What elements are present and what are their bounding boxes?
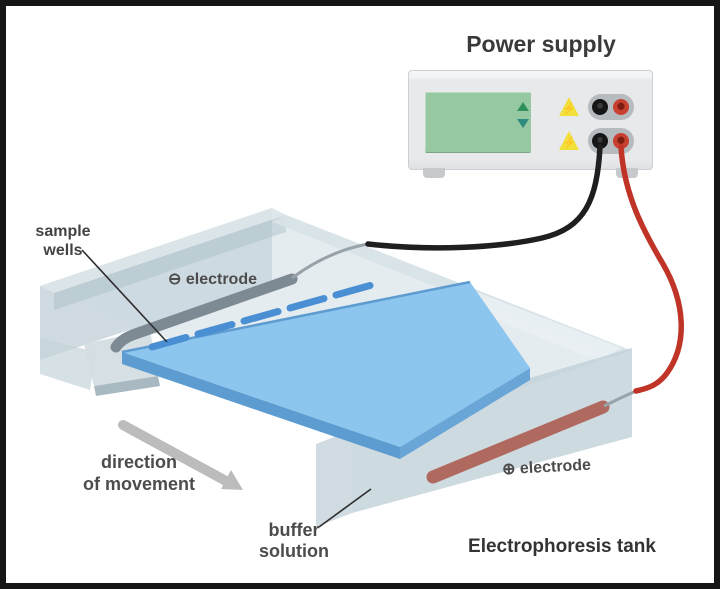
output-socket-panel-top — [588, 94, 634, 120]
black-socket-connected — [592, 133, 608, 149]
sample-well — [240, 308, 282, 325]
sample-well — [332, 282, 374, 299]
power-supply-title: Power supply — [466, 31, 616, 57]
negative-electrode-bar — [110, 273, 298, 353]
sample-wells-pointer-line — [81, 249, 168, 343]
tank-left-base — [40, 338, 96, 390]
gel-right-face — [400, 368, 530, 459]
sample-wells-label: sample wells — [24, 222, 102, 260]
red-socket-connected — [613, 133, 629, 149]
negative-electrode-label: ⊖ electrode — [168, 271, 257, 288]
direction-of-movement-label: direction of movement — [44, 451, 234, 495]
sample-well — [148, 334, 190, 351]
gel-platform — [84, 330, 158, 386]
gel-slab — [122, 282, 530, 447]
power-supply-unit: ⚡ ⚡ — [408, 70, 653, 178]
power-supply-display — [425, 92, 531, 153]
negative-lead-wire — [291, 242, 369, 280]
gel-top-edge — [121, 280, 471, 354]
positive-lead-wire — [603, 389, 637, 408]
tank-interior — [54, 215, 630, 430]
output-socket-panel-bottom — [588, 128, 634, 154]
tank-front-foot — [316, 430, 352, 527]
electrophoresis-tank-label: Electrophoresis tank — [468, 536, 656, 557]
display-down-arrow-icon — [517, 119, 529, 128]
power-supply-foot — [616, 168, 638, 178]
buffer-label-line1: buffer — [268, 520, 320, 540]
tank-front-wall — [352, 348, 632, 513]
direction-label-line2: of movement — [82, 474, 196, 494]
gel-platform-edge — [94, 376, 160, 396]
sample-well — [194, 321, 236, 338]
red-socket — [613, 99, 629, 115]
power-supply-foot — [423, 168, 445, 178]
direction-label-line1: direction — [100, 452, 177, 472]
high-voltage-warning-icon: ⚡ — [559, 97, 579, 116]
gel-front-face — [122, 352, 400, 459]
buffer-solution-label: buffer solution — [230, 520, 358, 562]
buffer-label-line2: solution — [259, 541, 329, 561]
high-voltage-warning-icon: ⚡ — [559, 131, 579, 150]
sample-wells-label-line2: wells — [43, 242, 83, 259]
black-socket — [592, 99, 608, 115]
sample-well — [286, 295, 328, 312]
positive-electrode-label: ⊕ electrode — [501, 456, 592, 479]
red-cable — [618, 144, 684, 394]
display-up-arrow-icon — [517, 102, 529, 111]
tank-right-rim — [272, 215, 630, 357]
sample-wells — [148, 282, 374, 351]
sample-wells-label-line1: sample — [35, 223, 91, 240]
tank-tray-strip — [450, 288, 622, 361]
